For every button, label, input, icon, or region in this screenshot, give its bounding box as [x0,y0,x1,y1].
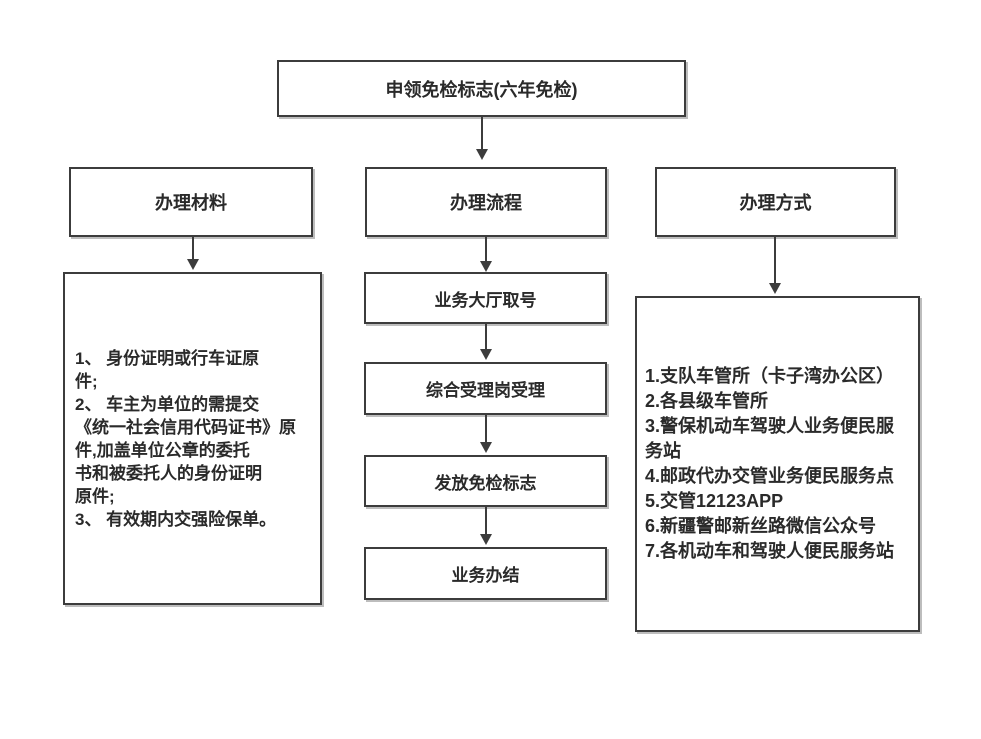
methods-list-node: 1.支队车管所（卡子湾办公区） 2.各县级车管所 3.警保机动车驾驶人业务便民服… [635,296,920,632]
arrow-process-header-to-step1-icon [480,237,492,272]
arrow-title-to-process-header-icon [476,117,488,160]
flow-step-complete-node: 业务办结 [364,547,607,600]
arrow-step1-to-step2-icon [480,324,492,360]
title-node: 申领免检标志(六年免检) [277,60,686,117]
header-process-label: 办理流程 [450,193,522,213]
header-materials-label: 办理材料 [155,193,227,213]
header-methods-node: 办理方式 [655,167,896,237]
header-methods-label: 办理方式 [739,193,812,213]
arrow-step2-to-step3-icon [480,415,492,453]
header-process-node: 办理流程 [365,167,607,237]
arrow-methods-header-to-list-icon [769,237,781,294]
arrow-step3-to-step4-icon [480,507,492,545]
flow-step-issue-mark-label: 发放免检标志 [434,473,537,493]
flow-step-take-number-node: 业务大厅取号 [364,272,607,324]
flow-step-take-number-label: 业务大厅取号 [434,290,537,310]
arrow-materials-header-to-list-icon [187,237,199,270]
flow-step-complete-label: 业务办结 [451,566,520,585]
flow-step-acceptance-label: 综合受理岗受理 [426,381,545,400]
flow-step-issue-mark-node: 发放免检标志 [364,455,607,507]
materials-list-text: 1、 身份证明或行车证原 件; 2、 车主为单位的需提交 《统一社会信用代码证书… [75,348,296,529]
header-materials-node: 办理材料 [69,167,313,237]
title-label: 申领免检标志(六年免检) [385,79,578,100]
methods-list-text: 1.支队车管所（卡子湾办公区） 2.各县级车管所 3.警保机动车驾驶人业务便民服… [645,366,895,561]
flow-step-acceptance-node: 综合受理岗受理 [364,362,607,415]
materials-list-node: 1、 身份证明或行车证原 件; 2、 车主为单位的需提交 《统一社会信用代码证书… [63,272,322,605]
